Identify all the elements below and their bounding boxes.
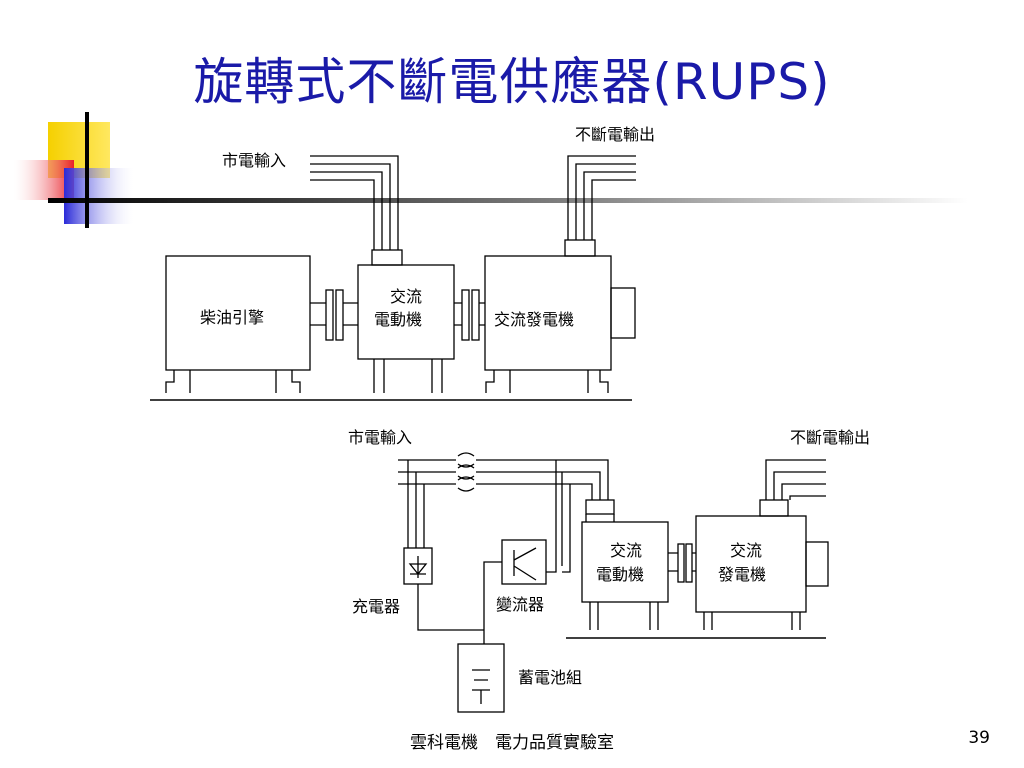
deco-horizontal-line xyxy=(48,198,968,203)
top-terminal-box-1 xyxy=(371,249,403,266)
bottom-diagram: 市電輸入 不斷電輸出 充電器 變流器 xyxy=(348,428,870,713)
bottom-generator-exciter xyxy=(805,541,829,587)
bottom-terminal-box-1 xyxy=(585,499,615,515)
top-terminal-box-2 xyxy=(564,239,596,257)
bottom-ac-generator-box xyxy=(695,515,807,613)
corner-decoration xyxy=(14,112,968,228)
top-generator-exciter xyxy=(610,287,636,339)
bottom-ac-motor-label-1: 交流 xyxy=(610,541,642,560)
top-ups-output-label: 不斷電輸出 xyxy=(575,125,655,144)
top-diagram: 市電輸入 不斷電輸出 柴油引擎 交流 電動機 xyxy=(150,125,655,401)
top-ac-motor-box xyxy=(357,264,455,360)
bottom-ac-generator-label-2: 發電機 xyxy=(718,565,766,584)
inverter-box xyxy=(501,539,547,585)
top-diesel-engine-label: 柴油引擎 xyxy=(200,308,264,327)
bottom-ups-output-label: 不斷電輸出 xyxy=(790,428,870,447)
top-ac-motor-label-1: 交流 xyxy=(390,287,422,306)
charger-label: 充電器 xyxy=(352,597,400,616)
footer: 雲科電機 電力品質實驗室 xyxy=(410,733,614,753)
top-ac-motor-label-2: 電動機 xyxy=(374,310,422,329)
page-number: 39 xyxy=(968,728,990,748)
battery-box xyxy=(457,643,505,713)
bottom-ac-motor-box xyxy=(581,521,669,603)
bottom-ac-motor-label-2: 電動機 xyxy=(596,565,644,584)
battery-label: 蓄電池組 xyxy=(518,668,582,687)
deco-vertical-line xyxy=(85,112,89,228)
bottom-utility-input-label: 市電輸入 xyxy=(348,428,412,447)
inverter-label: 變流器 xyxy=(496,595,544,614)
bottom-terminal-box-2 xyxy=(759,499,789,517)
top-utility-input-label: 市電輸入 xyxy=(222,151,286,170)
deco-blue-square xyxy=(64,168,134,224)
page-title: 旋轉式不斷電供應器(RUPS) xyxy=(193,53,831,111)
top-ac-generator-label: 交流發電機 xyxy=(494,310,574,329)
bottom-ac-generator-label-1: 交流 xyxy=(730,541,762,560)
top-diesel-engine-box xyxy=(165,255,311,371)
